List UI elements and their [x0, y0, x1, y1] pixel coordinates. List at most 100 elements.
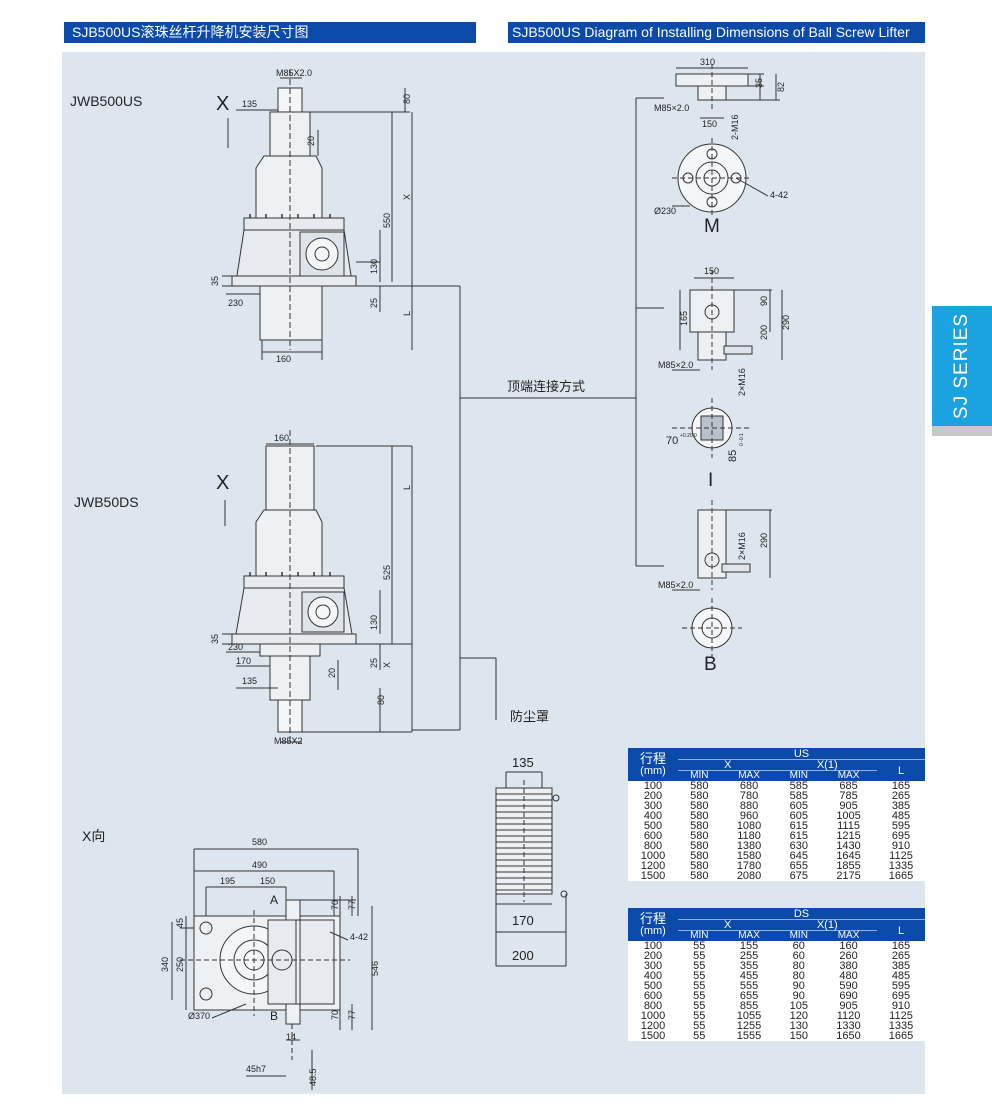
- us-d130: 130: [369, 259, 379, 274]
- us-dl: L: [402, 311, 412, 316]
- table-cell: 585: [777, 781, 821, 792]
- table-cell: 165: [877, 941, 925, 952]
- bellows-d200: 200: [512, 948, 534, 963]
- table-cell: 300: [628, 801, 678, 812]
- ds-col-x: X: [678, 919, 778, 931]
- table-cell: 485: [877, 811, 925, 822]
- table-cell: 2080: [720, 871, 778, 882]
- table-cell: 800: [628, 1001, 678, 1012]
- table-cell: 500: [628, 821, 678, 832]
- table-cell: 55: [678, 991, 721, 1002]
- table-cell: 1055: [720, 1011, 778, 1022]
- table-cell: 150: [777, 1031, 821, 1042]
- jwb500us-drawing: [222, 70, 413, 360]
- table-cell: 255: [720, 951, 778, 962]
- table-cell: 380: [820, 961, 877, 972]
- table-cell: 1335: [877, 861, 925, 872]
- table-cell: 605: [777, 801, 821, 812]
- ds-d35: 35: [210, 634, 220, 644]
- i-d90: 90: [759, 296, 769, 306]
- table-cell: 605: [777, 811, 821, 822]
- series-tab-shadow: [932, 426, 992, 436]
- table-cell: 585: [777, 791, 821, 802]
- m-dia: Ø230: [654, 206, 676, 216]
- table-cell: 130: [777, 1021, 821, 1032]
- table-cell: 580: [678, 871, 721, 882]
- xv-d490: 490: [252, 860, 267, 870]
- table-cell: 100: [628, 941, 678, 952]
- table-cell: 1115: [820, 821, 877, 832]
- table-cell: 2175: [820, 871, 877, 882]
- us-d135: 135: [242, 99, 257, 109]
- table-cell: 910: [877, 1001, 925, 1012]
- xv-d340: 340: [160, 957, 170, 972]
- table-cell: 60: [777, 941, 821, 952]
- table-cell: 905: [820, 1001, 877, 1012]
- xv-d250: 250: [175, 957, 185, 972]
- xv-mark-a: A: [270, 893, 278, 907]
- table-cell: 90: [777, 981, 821, 992]
- table-cell: 690: [820, 991, 877, 1002]
- ds-d525: 525: [382, 565, 392, 580]
- us-col-l: L: [877, 759, 925, 781]
- table-cell: 1780: [720, 861, 778, 872]
- us-sub-min2: MIN: [777, 770, 821, 781]
- table-cell: 1665: [877, 1031, 925, 1042]
- table-cell: 580: [678, 851, 721, 862]
- table-cell: 1000: [628, 1011, 678, 1022]
- table-cell: 580: [678, 781, 721, 792]
- us-d35: 35: [210, 276, 220, 286]
- bellows-d170: 170: [512, 913, 534, 928]
- table-cell: 1005: [820, 811, 877, 822]
- table-cell: 1215: [820, 831, 877, 842]
- us-sub-max: MAX: [720, 770, 778, 781]
- table-cell: 590: [820, 981, 877, 992]
- i-m16: 2×M16: [737, 368, 747, 396]
- table-cell: 580: [678, 831, 721, 842]
- table-cell: 355: [720, 961, 778, 972]
- ds-col-x1: X(1): [777, 919, 877, 931]
- x-view-title: X向: [82, 828, 106, 844]
- xv-d150: 150: [260, 876, 275, 886]
- m-d35: 35: [754, 78, 764, 88]
- table-cell: 400: [628, 811, 678, 822]
- us-col-x: X: [678, 759, 778, 771]
- xv-d70a: 70: [330, 900, 340, 910]
- ds-d160: 160: [274, 433, 289, 443]
- table-cell: 60: [777, 951, 821, 962]
- jwb50ds-drawing: [222, 430, 413, 743]
- table-cell: 1125: [877, 1011, 925, 1022]
- xv-key: 45h7: [246, 1064, 266, 1074]
- xv-mark-b: B: [270, 1009, 278, 1023]
- i-thread: M85×2.0: [658, 360, 693, 370]
- view-m-drawing: [672, 64, 780, 218]
- table-cell: 385: [877, 801, 925, 812]
- table-cell: 580: [678, 861, 721, 872]
- table-cell: 55: [678, 961, 721, 972]
- table-cell: 1650: [820, 1031, 877, 1042]
- table-cell: 800: [628, 841, 678, 852]
- table-cell: 120: [777, 1011, 821, 1022]
- table-cell: 55: [678, 981, 721, 992]
- bellows-d135: 135: [512, 755, 534, 770]
- i-d70: 70: [666, 435, 678, 447]
- dust-cover-label: 防尘罩: [510, 709, 550, 724]
- table-cell: 600: [628, 831, 678, 842]
- m-m16: 2-M16: [730, 114, 740, 140]
- table-cell: 785: [820, 791, 877, 802]
- table-cell: 90: [777, 991, 821, 1002]
- ds-sub-max2: MAX: [820, 930, 877, 941]
- table-cell: 1120: [820, 1011, 877, 1022]
- table-cell: 55: [678, 1031, 721, 1042]
- x-view-drawing: [171, 848, 373, 1090]
- table-cell: 580: [678, 801, 721, 812]
- us-col-x1: X(1): [777, 759, 877, 771]
